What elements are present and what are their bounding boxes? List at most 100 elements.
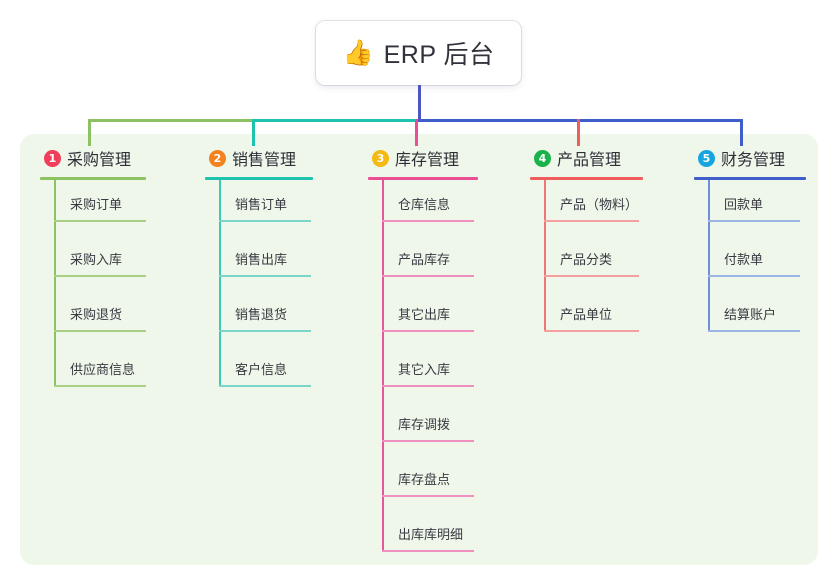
menu-item-underline — [219, 385, 311, 387]
menu-item[interactable]: 回款单 — [694, 180, 806, 235]
menu-item-label: 产品单位 — [560, 307, 613, 322]
menu-item-underline — [219, 275, 311, 277]
menu-item[interactable]: 其它出库 — [368, 290, 478, 345]
root-title: ERP 后台 — [383, 41, 495, 69]
menu-item-label: 仓库信息 — [398, 197, 451, 212]
menu-item-label: 产品（物料） — [560, 197, 639, 212]
column-header-3[interactable]: 3 库存管理 — [368, 146, 478, 170]
column-number-badge: 5 — [698, 149, 715, 167]
connector-bar-1 — [88, 119, 255, 122]
menu-item-label: 结算账户 — [724, 307, 777, 322]
drop-line-3 — [415, 119, 418, 146]
menu-item-underline — [708, 330, 800, 332]
menu-item[interactable]: 产品单位 — [530, 290, 643, 345]
menu-item-label: 库存调拨 — [398, 417, 451, 432]
menu-item-underline — [382, 385, 474, 387]
column-2: 2 销售管理销售订单销售出库销售退货客户信息 — [205, 146, 313, 400]
menu-item-underline — [544, 220, 639, 222]
column-header-2[interactable]: 2 销售管理 — [205, 146, 313, 170]
menu-item-underline — [219, 330, 311, 332]
menu-item[interactable]: 结算账户 — [694, 290, 806, 345]
menu-item-label: 出库库明细 — [398, 527, 464, 542]
menu-item-underline — [382, 440, 474, 442]
column-header-5[interactable]: 5 财务管理 — [694, 146, 806, 170]
menu-item-underline — [219, 220, 311, 222]
drop-line-5 — [740, 119, 743, 146]
menu-item-label: 采购退货 — [70, 307, 123, 322]
connector-bar-2 — [252, 119, 418, 122]
menu-item-underline — [382, 495, 474, 497]
column-underline — [530, 177, 643, 180]
menu-item[interactable]: 客户信息 — [205, 345, 313, 400]
branch-trunk-line — [382, 180, 384, 552]
column-4: 4 产品管理产品（物料） 产品分类产品单位 — [530, 146, 643, 345]
menu-item-label: 供应商信息 — [70, 362, 136, 377]
column-underline — [205, 177, 313, 180]
menu-item-underline — [54, 385, 146, 387]
menu-item-underline — [54, 330, 146, 332]
column-title: 产品管理 — [557, 152, 622, 169]
menu-item-label: 回款单 — [724, 197, 764, 212]
menu-item[interactable]: 库存盘点 — [368, 455, 478, 510]
menu-item[interactable]: 采购退货 — [40, 290, 146, 345]
column-5: 5 财务管理回款单付款单结算账户 — [694, 146, 806, 345]
column-branch: 采购订单采购入库采购退货供应商信息 — [40, 180, 146, 400]
menu-item-underline — [544, 275, 639, 277]
menu-item-label: 销售订单 — [235, 197, 288, 212]
menu-item-label: 其它入库 — [398, 362, 451, 377]
menu-item[interactable]: 仓库信息 — [368, 180, 478, 235]
column-underline — [694, 177, 806, 180]
column-header-4[interactable]: 4 产品管理 — [530, 146, 643, 170]
menu-item[interactable]: 产品分类 — [530, 235, 643, 290]
column-title: 库存管理 — [395, 152, 460, 169]
menu-item[interactable]: 库存调拨 — [368, 400, 478, 455]
column-number-badge: 4 — [534, 149, 551, 167]
column-underline — [40, 177, 146, 180]
drop-line-4 — [577, 119, 580, 146]
menu-item[interactable]: 供应商信息 — [40, 345, 146, 400]
menu-item-label: 采购入库 — [70, 252, 123, 267]
menu-item-underline — [708, 220, 800, 222]
column-title: 财务管理 — [721, 152, 786, 169]
column-number-badge: 3 — [372, 149, 389, 167]
menu-item[interactable]: 产品库存 — [368, 235, 478, 290]
menu-item[interactable]: 付款单 — [694, 235, 806, 290]
drop-line-2 — [252, 119, 255, 146]
diagram-panel — [20, 134, 818, 565]
thumbs-up-icon: 👍 — [342, 38, 374, 67]
menu-item-label: 产品库存 — [398, 252, 451, 267]
menu-item-label: 销售退货 — [235, 307, 288, 322]
menu-item-label: 库存盘点 — [398, 472, 451, 487]
menu-item-underline — [54, 275, 146, 277]
menu-item-label: 采购订单 — [70, 197, 123, 212]
menu-item-underline — [544, 330, 639, 332]
column-title: 销售管理 — [232, 152, 297, 169]
branch-trunk-line — [544, 180, 546, 332]
menu-item[interactable]: 出库库明细 — [368, 510, 478, 565]
menu-item[interactable]: 采购入库 — [40, 235, 146, 290]
menu-item-underline — [382, 220, 474, 222]
menu-item-underline — [708, 275, 800, 277]
menu-item-underline — [54, 220, 146, 222]
menu-item[interactable]: 销售订单 — [205, 180, 313, 235]
menu-item[interactable]: 产品（物料） — [530, 180, 643, 235]
column-branch: 回款单付款单结算账户 — [694, 180, 806, 345]
menu-item[interactable]: 采购订单 — [40, 180, 146, 235]
menu-item-label: 销售出库 — [235, 252, 288, 267]
column-branch: 销售订单销售出库销售退货客户信息 — [205, 180, 313, 400]
root-node[interactable]: 👍 ERP 后台 — [316, 21, 521, 85]
column-branch: 仓库信息产品库存其它出库其它入库库存调拨库存盘点出库库明细 — [368, 180, 478, 565]
menu-item-label: 其它出库 — [398, 307, 451, 322]
menu-item[interactable]: 销售出库 — [205, 235, 313, 290]
column-underline — [368, 177, 478, 180]
menu-item[interactable]: 其它入库 — [368, 345, 478, 400]
drop-line-1 — [88, 119, 91, 146]
menu-item[interactable]: 销售退货 — [205, 290, 313, 345]
branch-trunk-line — [219, 180, 221, 387]
column-3: 3 库存管理仓库信息产品库存其它出库其它入库库存调拨库存盘点出库库明细 — [368, 146, 478, 565]
column-number-badge: 2 — [209, 149, 226, 167]
column-branch: 产品（物料） 产品分类产品单位 — [530, 180, 643, 345]
